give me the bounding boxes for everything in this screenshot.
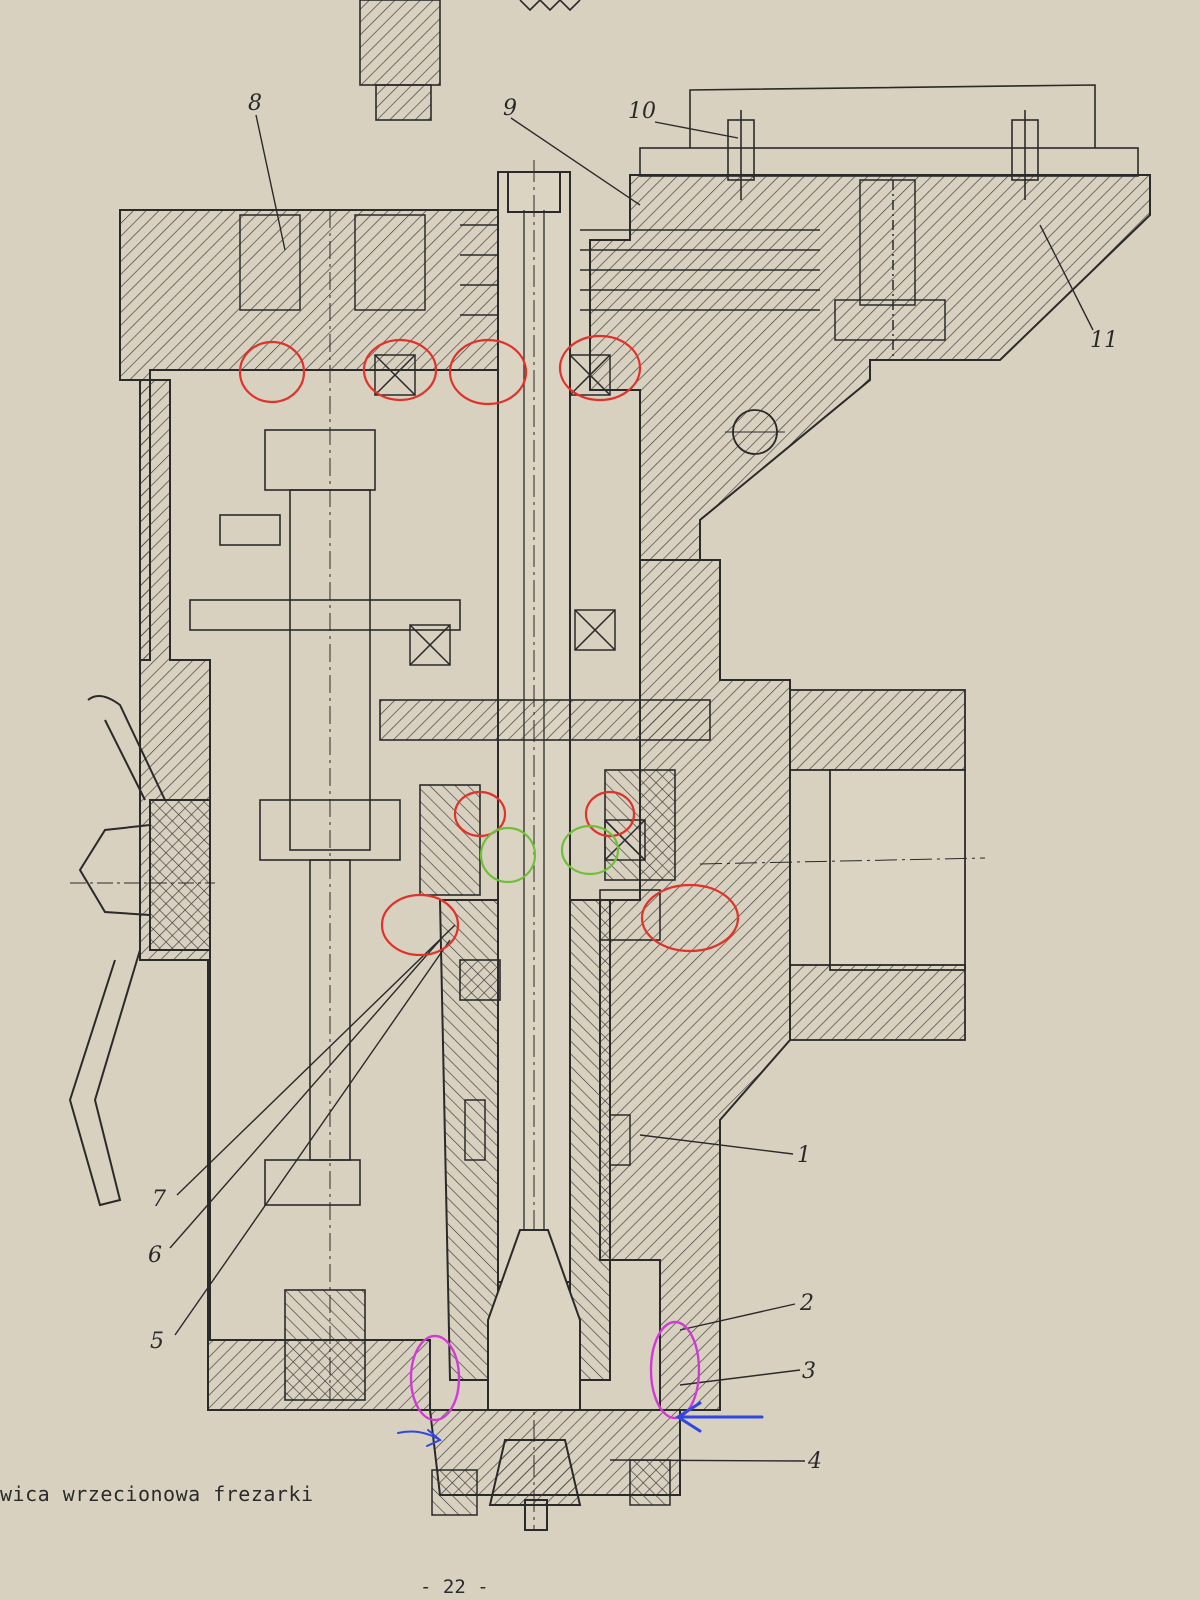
callout-8: 8 xyxy=(248,91,262,116)
red-circle xyxy=(238,340,306,404)
callout-labels: 8 9 10 11 1 2 3 4 5 6 7 xyxy=(148,91,1118,1474)
red-circle xyxy=(380,893,460,957)
side-flange xyxy=(699,409,986,1041)
leader-lines xyxy=(169,114,1094,1462)
callout-5: 5 xyxy=(150,1329,164,1354)
pulley xyxy=(460,179,946,360)
top-fragment xyxy=(359,0,581,121)
callout-9: 9 xyxy=(503,96,517,121)
red-circle xyxy=(584,790,636,838)
callout-11: 11 xyxy=(1090,328,1118,353)
callout-4: 4 xyxy=(807,1449,822,1474)
handle-lever xyxy=(68,695,215,1207)
magenta-circle xyxy=(649,1320,701,1420)
bottom-parts xyxy=(431,1099,671,1516)
callout-6: 6 xyxy=(148,1243,162,1268)
magenta-circle xyxy=(409,1334,461,1422)
green-circle xyxy=(560,824,620,876)
page-number: - 22 - xyxy=(420,1576,489,1598)
figure-caption: wica wrzecionowa frezarki xyxy=(0,1482,314,1506)
green-circle xyxy=(479,826,537,884)
red-circle xyxy=(448,338,528,406)
blue-markup xyxy=(397,1401,764,1447)
red-circle xyxy=(640,883,740,953)
arrow-right-icon xyxy=(675,1401,764,1433)
callout-2: 2 xyxy=(799,1291,814,1316)
magenta-markup xyxy=(409,1320,701,1422)
red-circle xyxy=(453,790,507,838)
arrow-small-icon xyxy=(397,1429,442,1447)
red-circle xyxy=(558,334,642,402)
callout-7: 7 xyxy=(152,1187,166,1212)
upper-bearings xyxy=(239,214,646,861)
red-circle xyxy=(362,338,438,402)
callout-3: 3 xyxy=(802,1359,816,1384)
red-markup xyxy=(238,334,740,957)
green-markup xyxy=(479,824,620,884)
callout-1: 1 xyxy=(797,1143,811,1168)
left-shafts xyxy=(189,210,711,1401)
callout-10: 10 xyxy=(628,99,656,124)
top-cover xyxy=(639,84,1139,200)
